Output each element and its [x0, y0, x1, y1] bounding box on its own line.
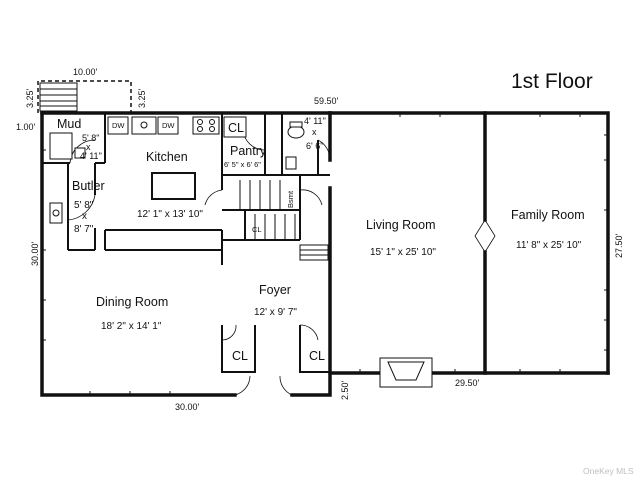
dim-bottom-right: 29.50': [455, 378, 480, 388]
closet-label-foyer-left: CL: [232, 349, 248, 363]
room-label-family: Family Room: [511, 208, 585, 222]
toilet: [287, 125, 305, 139]
interior-walls: [42, 113, 330, 373]
butler-dim-3: 8' 7": [74, 224, 94, 235]
mud-dim-2: x: [86, 142, 91, 152]
dim-bottom-step: 2.50': [340, 380, 350, 400]
room-label-kitchen: Kitchen: [146, 150, 188, 164]
mud-dim-1: 5' 8": [82, 133, 99, 143]
dim-deck-width: 10.00': [73, 67, 98, 77]
bath-dim-2: x: [312, 127, 317, 137]
closet-label-stair: CL: [252, 225, 262, 234]
exterior-walls: [40, 111, 610, 397]
bath-dim-3: 6' 6": [306, 141, 323, 151]
fixtures: [49, 116, 433, 388]
room-label-bsmt: Bsmt: [286, 190, 295, 208]
bath-vanity: [285, 156, 297, 170]
dim-right-height: 27.50': [614, 233, 624, 258]
dining-dims: 18' 2" x 14' 1": [101, 321, 162, 332]
pantry-dims: 6' 5" x 6' 6": [224, 160, 261, 169]
living-dims: 15' 1" x 25' 10": [370, 247, 436, 258]
room-label-pantry: Pantry: [230, 144, 267, 158]
kitchen-closet: [223, 116, 247, 138]
kitchen-dims: 12' 1" x 13' 10": [137, 209, 203, 220]
family-dims: 11' 8" x 25' 10": [516, 240, 582, 251]
fireplace-firebox: [387, 361, 425, 381]
dim-deck-depth-left: 3.25': [25, 88, 35, 108]
room-label-mud: Mud: [57, 117, 81, 131]
room-label-butler: Butler: [72, 179, 105, 193]
dim-bottom-left: 30.00': [175, 402, 200, 412]
window-marks: [42, 113, 608, 395]
room-label-living: Living Room: [366, 218, 435, 232]
room-label-dining: Dining Room: [96, 295, 168, 309]
dishwasher-left: [107, 116, 129, 135]
closet-label-kitchen: CL: [228, 121, 244, 135]
room-label-foyer: Foyer: [259, 283, 291, 297]
bath-dim-1: 4' 11": [304, 116, 326, 126]
floor-title: 1st Floor: [511, 70, 593, 93]
staircase: [239, 180, 329, 261]
dim-left-offset: 1.00': [16, 122, 36, 132]
mud-bench: [49, 132, 73, 160]
mud-cubby: [74, 147, 86, 159]
closet-label-foyer-right: CL: [309, 349, 325, 363]
foyer-dims: 12' x 9' 7": [254, 307, 297, 318]
door-swings: [67, 129, 496, 396]
watermark: OneKey MLS: [583, 466, 634, 476]
dw-left-label: DW: [112, 121, 125, 130]
butler-dim-2: x: [82, 211, 87, 222]
dim-left-height: 30.00': [30, 241, 40, 266]
dw-right-label: DW: [162, 121, 175, 130]
butler-dim-1: 5' 8": [74, 200, 94, 211]
range-cooktop: [192, 116, 220, 135]
dim-deck-depth-right: 3.25': [137, 88, 147, 108]
dim-top-right: 59.50': [314, 96, 339, 106]
deck-outline: [37, 80, 132, 113]
kitchen-sink: [131, 116, 157, 135]
mud-dim-3: 4' 11": [80, 151, 102, 161]
butler-sink: [49, 202, 63, 224]
kitchen-island: [151, 172, 196, 200]
dishwasher-right: [157, 116, 179, 135]
